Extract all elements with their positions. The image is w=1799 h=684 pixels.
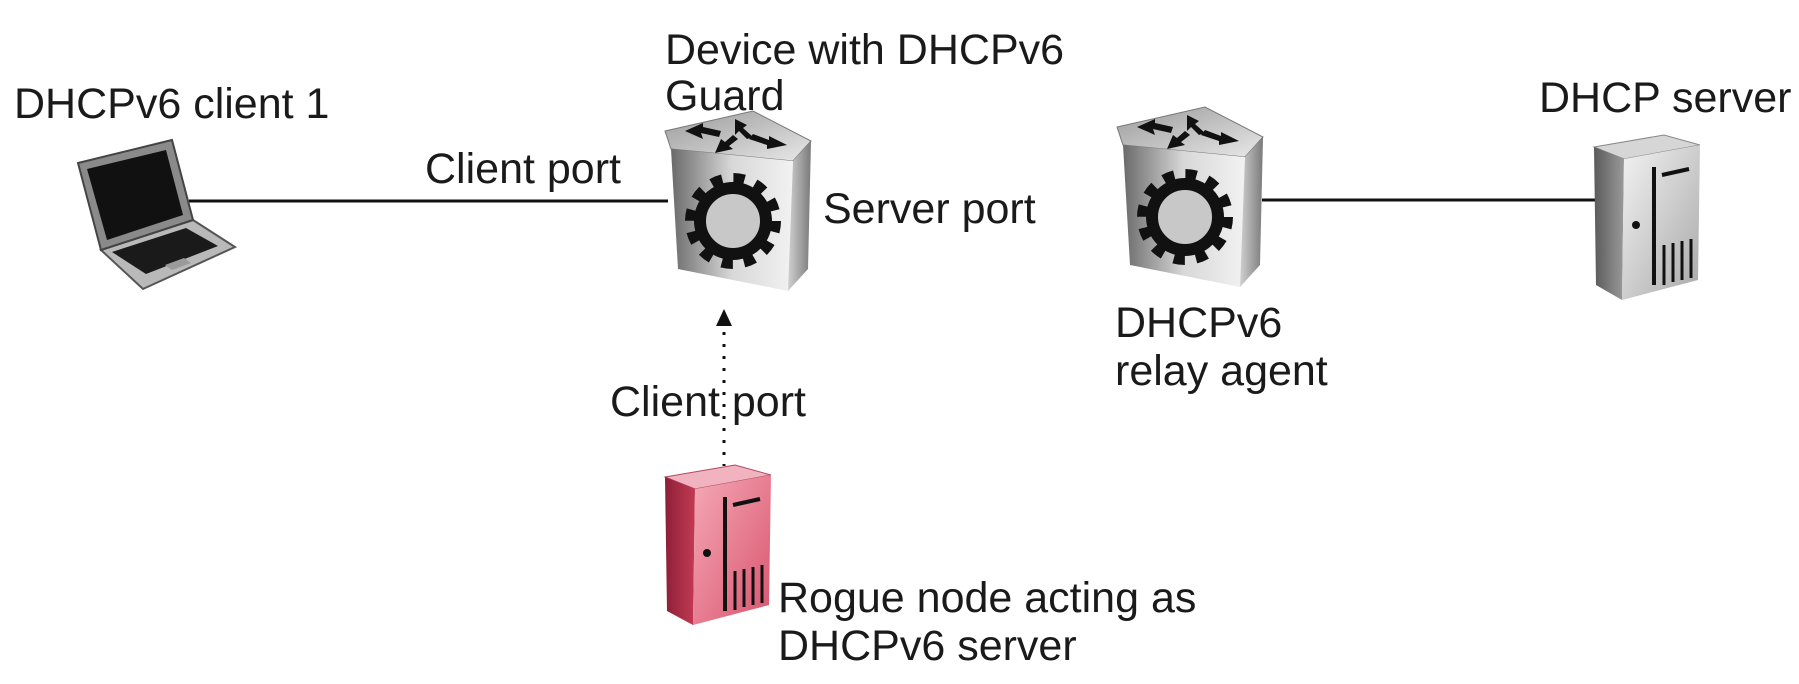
relay-switch-icon [1117, 107, 1263, 287]
server-port-label: Server port [823, 185, 1036, 233]
guard-switch-icon [665, 111, 811, 291]
rogue-label-line1: Rogue node acting as [778, 574, 1196, 622]
guard-device-label-line1: Device with DHCPv6 [665, 26, 1064, 74]
client-port-label-top: Client port [425, 145, 621, 193]
rogue-server-tower-icon [663, 464, 772, 625]
guard-device-label-line2: Guard [665, 72, 785, 120]
laptop-icon [76, 138, 238, 291]
rogue-label-line2: DHCPv6 server [778, 622, 1077, 670]
arrowhead-up-icon [716, 309, 732, 326]
dhcp-server-tower-icon [1592, 134, 1701, 300]
client-label: DHCPv6 client 1 [14, 80, 329, 128]
relay-label-line1: DHCPv6 [1115, 299, 1282, 347]
client-port-label-bottom: Client port [610, 378, 806, 426]
dhcp-server-label: DHCP server [1539, 74, 1791, 122]
relay-label-line2: relay agent [1115, 347, 1328, 395]
